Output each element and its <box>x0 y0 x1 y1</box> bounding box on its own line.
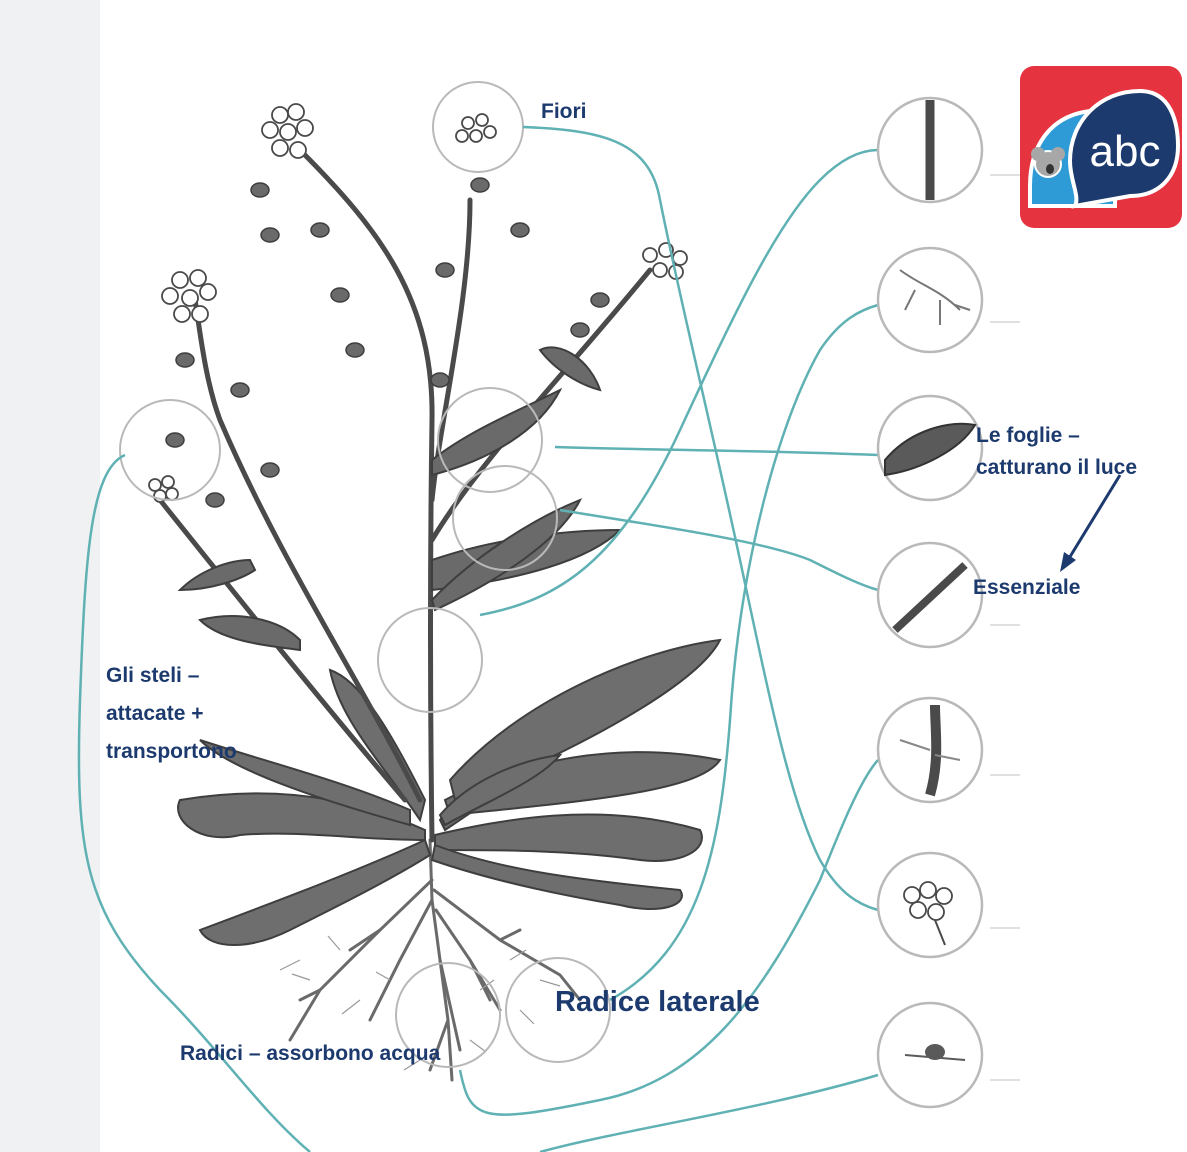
label-radici: Radici – assorbono acqua <box>180 1040 440 1068</box>
label-fiori: Fiori <box>541 98 587 126</box>
zoom-main-root <box>878 698 982 802</box>
zoom-branch <box>878 543 982 647</box>
zoom-root-hairs <box>878 248 982 352</box>
zoom-seed-pod <box>878 1003 982 1107</box>
basal-leaves <box>178 640 720 945</box>
zoom-circles-right <box>878 98 982 1107</box>
label-steli-line1: Gli steli – <box>106 662 199 690</box>
label-foglie-line1: Le foglie – <box>976 422 1080 450</box>
seed-pods <box>166 178 609 507</box>
logo-text: abc <box>1090 127 1161 176</box>
answer-line-stubs <box>990 175 1020 1080</box>
zoom-leaf <box>878 396 982 500</box>
label-steli-line3: transportono <box>106 738 237 766</box>
zoom-circles-plant <box>120 82 610 1067</box>
label-foglie-line2: catturano il luce <box>976 454 1137 482</box>
zoom-stem <box>878 98 982 202</box>
abc-logo: abc <box>1020 66 1182 228</box>
arrow-icon <box>1060 475 1120 572</box>
label-steli-line2: attacate + <box>106 700 203 728</box>
zoom-flower <box>878 853 982 957</box>
label-essenziale: Essenziale <box>973 574 1080 602</box>
label-radice-laterale: Radice laterale <box>555 985 760 1019</box>
